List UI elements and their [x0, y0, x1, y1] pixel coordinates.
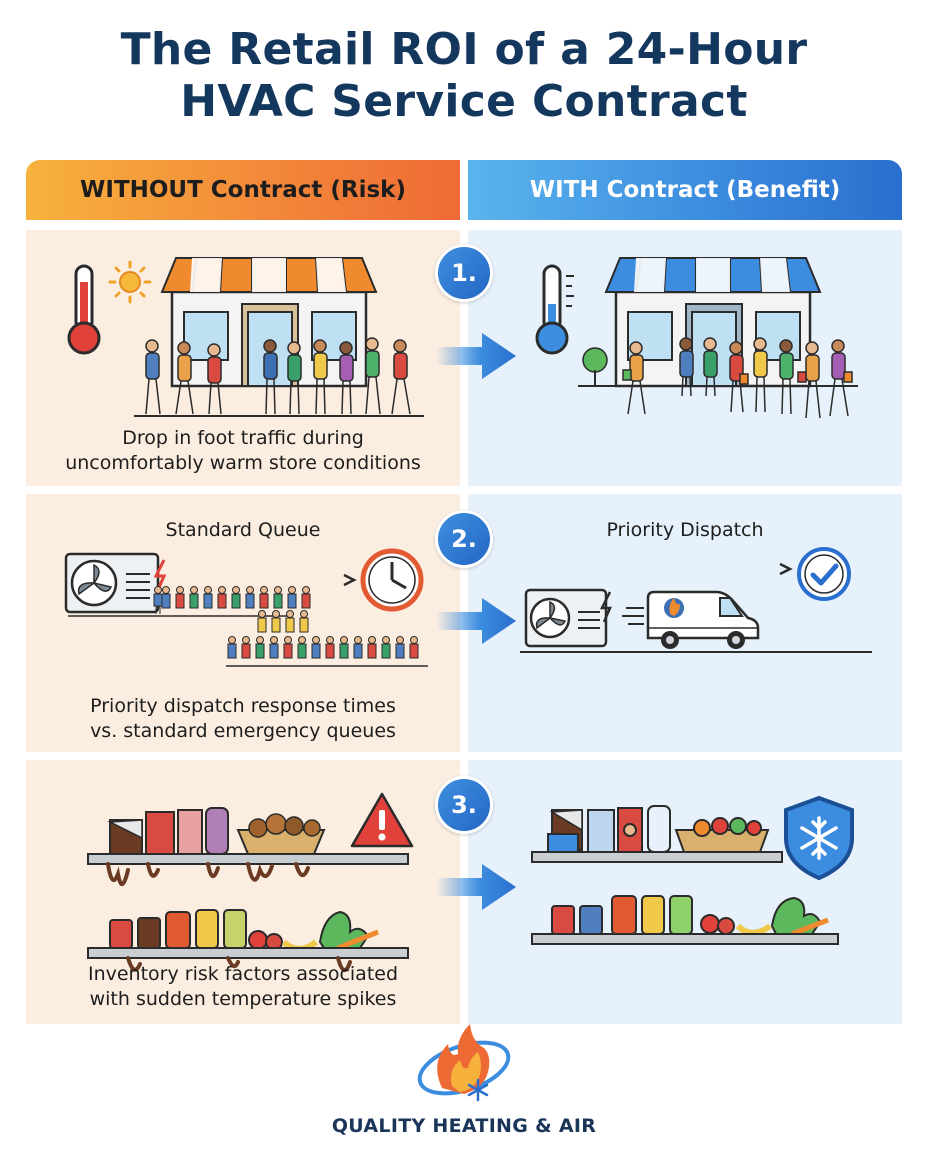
fresh-shelf-lower: [531, 895, 839, 945]
speed-lines: [622, 607, 644, 625]
queue-people: [153, 586, 163, 614]
row3-caption-line-1: Inventory risk factors associated: [87, 963, 399, 985]
step-badge-3: 3.: [435, 776, 493, 834]
step-badge-1: 1.: [435, 244, 493, 302]
page-title: The Retail ROI of a 24-Hour HVAC Service…: [0, 24, 928, 128]
priority-dispatch-label: Priority Dispatch: [606, 519, 764, 541]
title-line-1: The Retail ROI of a 24-Hour: [120, 24, 808, 75]
crowd-illustration: [578, 337, 858, 419]
row2-caption-line-2: vs. standard emergency queues: [90, 720, 396, 742]
queue-arrow: [158, 573, 357, 587]
header-without-contract: WITHOUT Contract (Risk): [26, 160, 460, 220]
ac-unit-icon: [64, 552, 167, 614]
row3-benefit-panel: [468, 760, 902, 1024]
clock-icon: [360, 548, 424, 612]
warning-icon: [350, 792, 414, 848]
tree-icon: [582, 347, 608, 386]
row2-caption: Priority dispatch response times vs. sta…: [26, 694, 460, 744]
row1-caption: Drop in foot traffic during uncomfortabl…: [26, 426, 460, 476]
storefront-icon: [604, 257, 822, 388]
title-line-2: HVAC Service Contract: [180, 76, 748, 127]
row3-caption-line-2: with sudden temperature spikes: [89, 988, 397, 1010]
crowd-illustration: [134, 337, 424, 417]
melting-shelf: [87, 807, 409, 886]
ac-unit-icon: [524, 588, 612, 648]
standard-queue-label: Standard Queue: [165, 519, 321, 541]
dispatch-arrow: [618, 562, 793, 576]
checkmark-icon: [797, 547, 851, 601]
row2-risk-panel: Standard Queue: [26, 494, 460, 752]
row3-risk-panel: Inventory risk factors associated with s…: [26, 760, 460, 1024]
queue-crowd: [68, 586, 428, 667]
step-badge-2: 2.: [435, 510, 493, 568]
flame-logo-icon: [417, 1024, 511, 1102]
van-icon: [646, 590, 760, 649]
row1-benefit-panel: [468, 230, 902, 486]
melting-shelf-lower: [87, 909, 409, 972]
thermometer-hot-icon: [67, 264, 101, 355]
brand-name: QUALITY HEATING & AIR: [331, 1115, 597, 1137]
thermometer-cool-icon: [535, 264, 574, 355]
row2-benefit-panel: Priority Dispatch: [468, 494, 902, 752]
arrow-right-icon: [436, 333, 516, 379]
header-with-contract: WITH Contract (Benefit): [468, 160, 902, 220]
arrow-right-icon: [436, 864, 516, 910]
row1-caption-line-2: uncomfortably warm store conditions: [65, 452, 421, 474]
row2-caption-line-1: Priority dispatch response times: [90, 695, 396, 717]
sun-icon: [108, 260, 152, 304]
road-line: [520, 651, 872, 653]
storefront-icon: [160, 257, 378, 388]
arrow-right-icon: [436, 598, 516, 644]
snowflake-shield-icon: [784, 795, 854, 881]
fresh-shelf: [531, 805, 783, 863]
row1-caption-line-1: Drop in foot traffic during: [122, 427, 364, 449]
row3-caption: Inventory risk factors associated with s…: [26, 962, 460, 1012]
row1-risk-panel: Drop in foot traffic during uncomfortabl…: [26, 230, 460, 486]
